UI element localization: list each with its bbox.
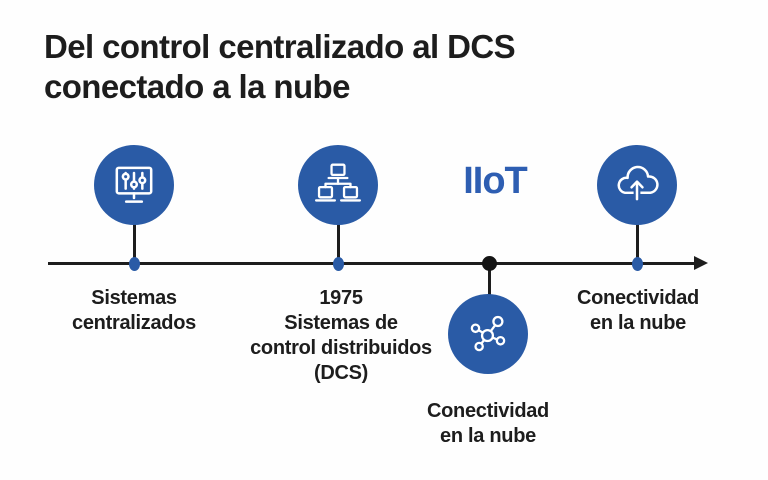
timeline-dot — [128, 256, 140, 271]
node-circle-sistemas-centralizados — [94, 145, 174, 225]
timeline-dot — [332, 256, 344, 271]
monitor-sliders-icon — [115, 166, 153, 203]
network-computers-icon — [314, 163, 362, 202]
node-circle-iiot-conectividad — [448, 294, 528, 374]
label-line: centralizados — [72, 312, 196, 334]
timeline-arrowhead-icon — [694, 256, 708, 270]
molecule-network-icon — [470, 315, 506, 352]
timeline-dot — [631, 256, 643, 271]
label-line: en la nube — [440, 425, 536, 447]
page-title: Del control centralizado al DCS conectad… — [44, 27, 516, 107]
node-circle-conectividad-nube — [597, 145, 677, 225]
label-line: Sistemas — [91, 287, 177, 309]
label-line: Conectividad — [427, 400, 549, 422]
node-label-dcs-1975: 1975 Sistemas de control distribuidos (D… — [221, 286, 461, 386]
label-line: control distribuidos — [250, 337, 432, 359]
label-line: (DCS) — [313, 362, 369, 384]
label-line: 1975 — [319, 287, 363, 309]
label-line: en la nube — [590, 312, 686, 334]
node-stem — [636, 224, 639, 263]
page-title-line-2: conectado a la nube — [44, 68, 350, 105]
node-stem — [488, 264, 491, 295]
node-label-conectividad-nube: Conectividad en la nube — [528, 286, 748, 336]
page-title-line-1: Del control centralizado al DCS — [44, 28, 516, 65]
node-stem — [133, 224, 136, 263]
node-label-iiot-conectividad: Conectividad en la nube — [378, 399, 598, 449]
timeline-dot-iiot — [481, 256, 497, 271]
node-circle-dcs-1975 — [298, 145, 378, 225]
cloud-upload-icon — [617, 165, 659, 203]
iiot-heading: IIoT — [463, 160, 528, 202]
label-line: Conectividad — [577, 287, 699, 309]
label-line: Sistemas de — [284, 312, 398, 334]
node-label-sistemas-centralizados: Sistemas centralizados — [24, 286, 244, 336]
timeline-axis — [48, 262, 698, 265]
node-stem — [337, 224, 340, 263]
